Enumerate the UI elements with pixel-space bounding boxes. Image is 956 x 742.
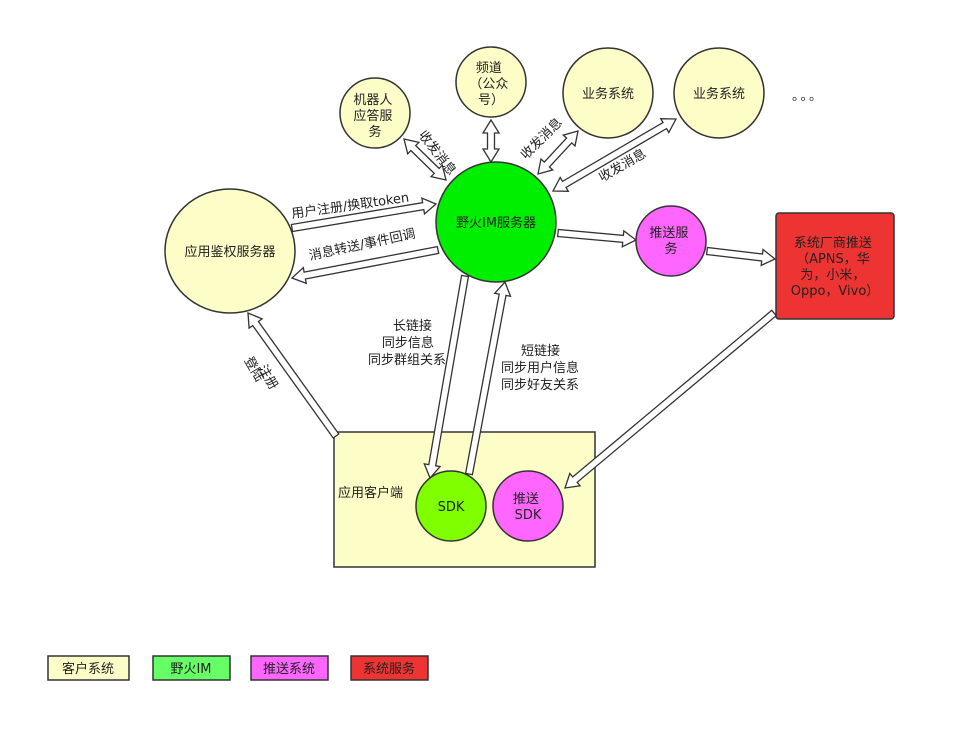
legend-label-client-system: 客户系统: [62, 661, 114, 677]
client-app-label: 应用客户端: [338, 485, 403, 501]
svg-text:系统厂商推送 （APNS，华 为，小: 系统厂商推送 （APNS，华 为，小米， Oppo，Vivo）: [791, 236, 880, 299]
legend: 客户系统 野火IM 推送系统 系统服务: [47, 655, 429, 681]
legend-label-system-service: 系统服务: [363, 661, 415, 677]
arrow-channel-im: [481, 118, 501, 164]
biz-system-1-node[interactable]: 业务系统: [562, 47, 654, 139]
vendor-push-label-2: （APNS，华: [796, 252, 870, 267]
push-sdk-label-1: 推送: [513, 492, 539, 507]
ellipsis-text: 。。。: [792, 89, 824, 104]
arrow-im-to-push: [556, 228, 638, 248]
vendor-push-node[interactable]: 系统厂商推送 （APNS，华 为，小米， Oppo，Vivo）: [775, 212, 895, 320]
push-sdk-label-2: SDK: [515, 508, 542, 523]
bot-label-2: 应答服: [353, 108, 392, 124]
channel-label-3: 号）: [478, 93, 504, 108]
arrow-im-to-auth: [290, 245, 440, 285]
legend-label-push-system: 推送系统: [263, 662, 315, 677]
sdk-label: SDK: [438, 500, 465, 515]
edge-label-short-2: 同步用户信息: [501, 360, 579, 376]
svg-text:短链接 同步用户信息 同步好友关系: 短链接 同步用户信息 同步好友关系: [501, 343, 583, 393]
vendor-push-label-1: 系统厂商推送: [794, 236, 872, 251]
legend-item-im: 野火IM: [152, 655, 231, 681]
edge-label-long-2: 同步信息: [382, 335, 434, 351]
bot-node[interactable]: 机器人 应答服 务: [339, 77, 411, 149]
arrow-vendor-to-pushsdk: [564, 309, 778, 489]
im-server-label: 野火IM服务器: [456, 215, 536, 231]
biz-system-2-node[interactable]: 业务系统: [673, 47, 765, 139]
bot-label-1: 机器人: [353, 93, 392, 108]
edge-label-long-1: 长链接: [393, 318, 432, 334]
arrow-bot-im: [403, 138, 447, 181]
sdk-node[interactable]: SDK: [415, 470, 487, 542]
svg-text:频道 （公众 号）: 频道 （公众 号）: [469, 61, 512, 108]
arrow-sdk-to-im: [464, 280, 512, 476]
legend-item-push-system: 推送系统: [250, 655, 329, 681]
channel-label-2: （公众: [469, 77, 508, 92]
edge-label-long-3: 同步群组关系: [368, 353, 446, 368]
im-server-node[interactable]: 野火IM服务器: [435, 161, 557, 283]
push-service-label-2: 务: [664, 241, 677, 257]
push-service-label-1: 推送服: [649, 226, 688, 241]
arrow-im-to-sdk: [423, 274, 470, 480]
biz-system-2-label: 业务系统: [693, 86, 745, 102]
biz-system-1-label: 业务系统: [582, 86, 634, 102]
svg-text:长链接 同步信息 同步群组关系: 长链接 同步信息 同步群组关系: [368, 318, 446, 368]
push-service-node[interactable]: 推送服 务: [635, 205, 707, 277]
arrow-client-to-auth: [247, 311, 340, 439]
bot-label-3: 务: [368, 124, 381, 140]
svg-text:推送服 务: 推送服 务: [649, 226, 692, 257]
channel-label-1: 频道: [476, 61, 502, 76]
push-sdk-node[interactable]: 推送 SDK: [492, 470, 564, 542]
channel-node[interactable]: 频道 （公众 号）: [455, 46, 527, 118]
auth-server-label: 应用鉴权服务器: [184, 244, 275, 260]
svg-text:推送 SDK: 推送 SDK: [513, 492, 543, 523]
arrow-push-to-vendor: [705, 246, 777, 267]
edge-label-short-3: 同步好友关系: [501, 377, 579, 393]
arrow-biz1-im: [537, 130, 579, 175]
legend-item-system-service: 系统服务: [350, 655, 429, 681]
legend-label-im: 野火IM: [170, 662, 211, 677]
vendor-push-label-3: 为，小米，: [800, 268, 865, 283]
arrows-layer: [247, 118, 778, 489]
svg-text:机器人 应答服 务: 机器人 应答服 务: [353, 93, 396, 140]
legend-item-client-system: 客户系统: [47, 655, 130, 681]
edge-label-short-1: 短链接: [521, 343, 560, 359]
auth-server-node[interactable]: 应用鉴权服务器: [164, 188, 296, 314]
arrow-biz2-im: [551, 118, 678, 192]
arrow-auth-to-im: [290, 197, 438, 233]
vendor-push-label-4: Oppo，Vivo）: [791, 284, 880, 299]
